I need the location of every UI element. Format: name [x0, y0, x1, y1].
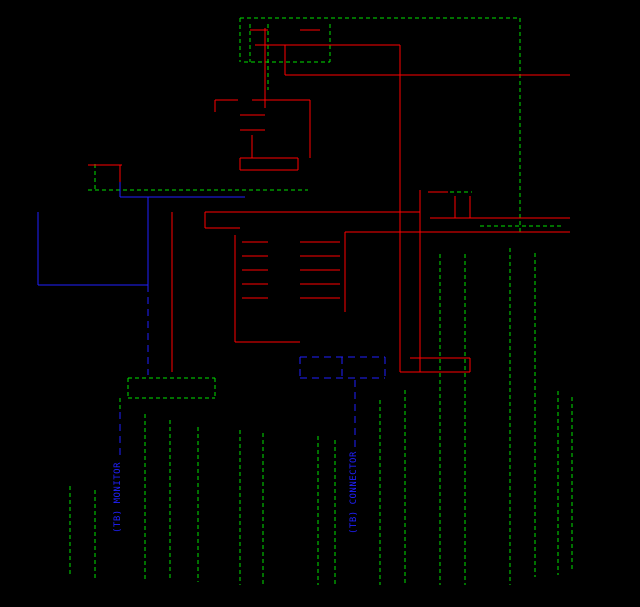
terminal-block-label-connector: (TB) CONNECTOR [349, 451, 359, 534]
terminal-block-label-monitor: (TB) MONITOR [113, 461, 123, 533]
